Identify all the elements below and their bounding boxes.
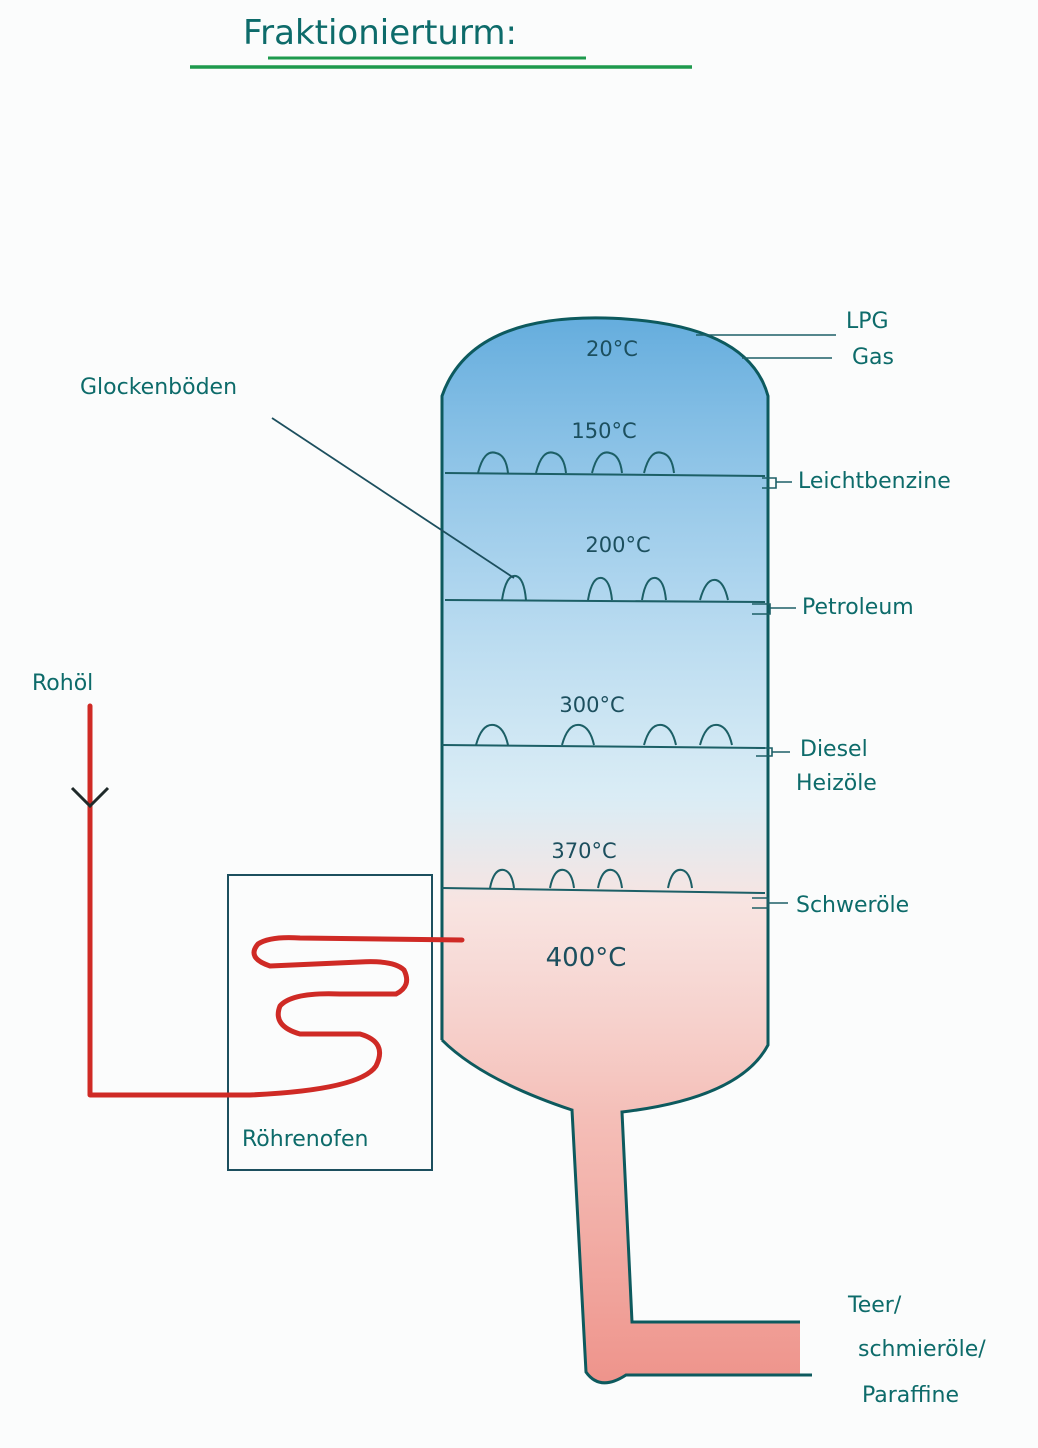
product-gas: Gas (852, 345, 894, 370)
product-schmieroele: schmieröle/ (858, 1337, 986, 1362)
temp-200: 200°C (585, 533, 650, 557)
temp-370: 370°C (551, 839, 616, 863)
tray-300 (441, 723, 766, 749)
temp-20: 20°C (586, 337, 638, 361)
product-lpg: LPG (846, 309, 889, 334)
diagram-title: Fraktionierturm: (243, 13, 517, 53)
product-diesel: Diesel (800, 737, 868, 762)
product-teer: Teer/ (847, 1293, 902, 1318)
product-paraffine: Paraffine (862, 1383, 959, 1408)
tower-bottom-outline (440, 1038, 812, 1385)
product-petroleum: Petroleum (802, 595, 914, 620)
temp-300: 300°C (559, 693, 624, 717)
temp-400: 400°C (546, 943, 627, 973)
glockenboeden-pointer-line (271, 417, 515, 579)
furnace-box (227, 874, 433, 1171)
side-outlets (752, 477, 796, 909)
label-rohoel: Rohöl (32, 671, 93, 696)
product-heizoele: Heizöle (796, 771, 877, 796)
tray-200 (444, 574, 766, 603)
label-roehrenofen: Röhrenofen (242, 1127, 368, 1152)
tray-370 (441, 868, 766, 894)
product-leichtbenzine: Leichtbenzine (798, 469, 951, 494)
tower-body (440, 317, 800, 1383)
flow-direction-arrow-icon (70, 786, 110, 809)
tower-outline (440, 316, 800, 1324)
temp-150: 150°C (571, 419, 636, 443)
label-glockenboeden: Glockenböden (80, 375, 237, 400)
tray-150 (444, 451, 766, 477)
product-schweroele: Schweröle (796, 893, 909, 918)
crude-oil-feed-line (87, 703, 465, 1098)
